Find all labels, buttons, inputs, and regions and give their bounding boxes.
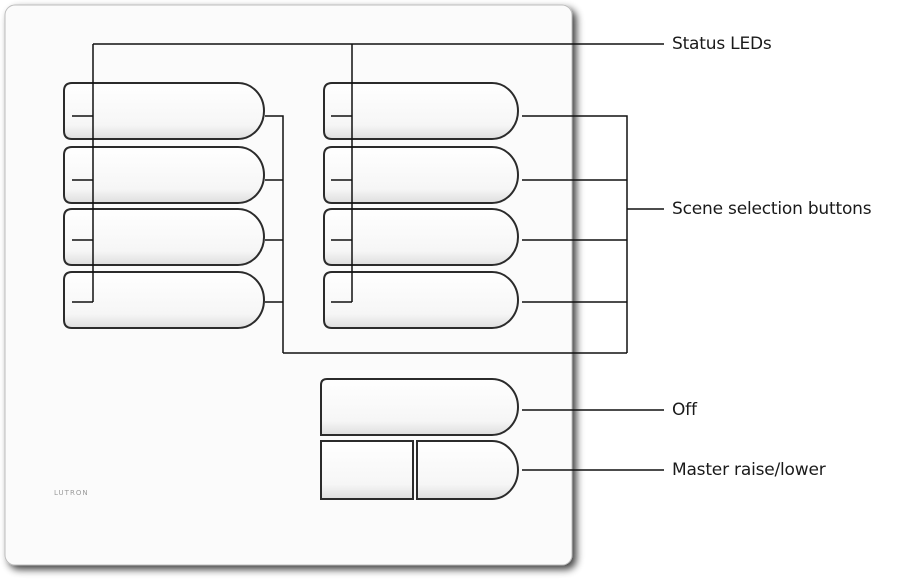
status-leds-leader-left [72,44,94,303]
scene-button-left-3[interactable] [63,208,265,266]
scene-button-left-1[interactable] [63,82,265,140]
scene-selection-buttons-label: Scene selection buttons [672,199,872,219]
master-controls [320,378,519,500]
scene-button-right-1[interactable] [323,82,519,140]
scene-button-left-4[interactable] [63,271,265,329]
master-raise-button[interactable] [416,440,519,500]
off-label: Off [672,400,697,420]
right-button-column [323,82,519,329]
scene-button-right-4[interactable] [323,271,519,329]
master-raise-lower-label: Master raise/lower [672,460,826,480]
off-button[interactable] [320,378,519,436]
scene-button-right-3[interactable] [323,208,519,266]
left-button-column [63,82,265,329]
scene-buttons-leader-right [522,115,628,353]
master-lower-button[interactable] [320,440,414,500]
leader-lines [72,43,664,471]
scene-buttons-leader-left [265,115,284,353]
scene-button-right-2[interactable] [323,146,519,204]
status-leds-label: Status LEDs [672,34,772,54]
scene-button-left-2[interactable] [63,146,265,204]
brand-logo: LUTRON [54,489,89,497]
status-leds-leader-right [331,44,353,303]
